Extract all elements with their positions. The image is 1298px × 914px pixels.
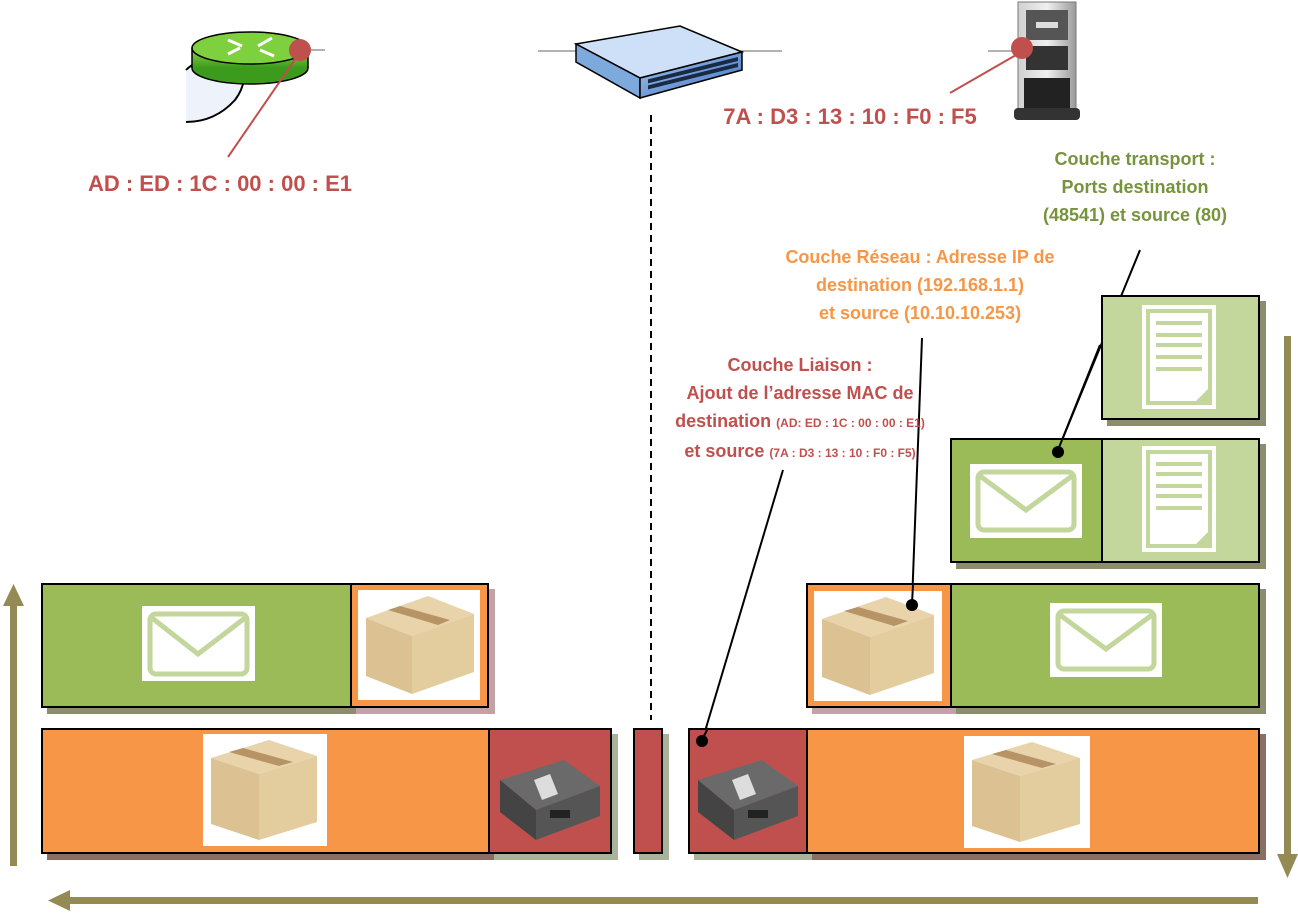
right-transport-segment: [950, 583, 1260, 708]
link-annotation-line: destination (AD: ED : 1C : 00 : 00 : E1): [645, 407, 955, 437]
left-transport-segment: [41, 583, 352, 708]
right-transport-header: [950, 438, 1103, 563]
suitcase-icon: [692, 750, 804, 845]
box-icon: [814, 591, 942, 701]
envelope-icon: [142, 606, 255, 681]
network-annotation-line: Couche Réseau : Adresse IP de: [785, 247, 1055, 267]
link-dest-mac: (AD: ED : 1C : 00 : 00 : E1): [776, 416, 925, 430]
left-link-header: [488, 728, 612, 854]
document-icon: [1142, 446, 1216, 552]
network-pointer-line: [911, 337, 923, 604]
transport-annotation-line: Couche transport :: [1054, 149, 1216, 169]
flow-arrow-up: [3, 584, 24, 866]
network-annotation-line: destination (192.168.1.1): [815, 275, 1025, 295]
server-port-dot: [1011, 37, 1033, 59]
server-mac-pointer: [949, 54, 1017, 94]
server-icon: [1014, 1, 1080, 120]
envelope-icon: [970, 464, 1082, 538]
right-link-header: [688, 728, 808, 854]
box-icon: [358, 590, 480, 700]
link-src-label: et source: [684, 441, 765, 461]
flow-arrow-down: [1277, 336, 1298, 878]
router-mac-pointer: [227, 57, 297, 158]
right-network-packet: [806, 728, 1260, 854]
server-mac-address: 7A : D3 : 13 : 10 : F0 : F5: [723, 104, 977, 129]
transport-annotation-line: Ports destination: [1061, 177, 1209, 197]
link-annotation-line: Couche Liaison :: [727, 355, 873, 375]
left-network-header: [350, 583, 489, 708]
transport-annotation-line: (48541) et source (80): [1042, 205, 1228, 225]
envelope-icon: [1050, 603, 1162, 677]
switch-icon: [573, 25, 745, 100]
right-application-data-top: [1101, 295, 1260, 420]
link-layer-annotation: Couche Liaison : Ajout de l’adresse MAC …: [645, 351, 955, 467]
suitcase-icon: [494, 750, 606, 845]
network-annotation-line: et source (10.10.10.253): [818, 303, 1022, 323]
box-icon: [964, 736, 1090, 848]
right-network-header: [806, 583, 952, 708]
transport-layer-annotation: Couche transport : Ports destination (48…: [1000, 145, 1270, 229]
router-port-dot: [289, 39, 311, 61]
left-network-packet: [41, 728, 490, 854]
flow-arrow-left: [48, 890, 1258, 911]
router-icon: [185, 31, 309, 123]
document-icon: [1142, 305, 1216, 409]
link-annotation-line: Ajout de l’adresse MAC de: [686, 383, 914, 403]
physical-frame-segment: [633, 728, 663, 854]
network-layer-annotation: Couche Réseau : Adresse IP de destinatio…: [760, 243, 1080, 327]
right-application-data: [1101, 438, 1260, 563]
link-src-mac: (7A : D3 : 13 : 10 : F0 : F5): [769, 446, 916, 460]
link-pointer-line: [702, 469, 784, 739]
box-icon: [203, 734, 327, 846]
link-dest-label: destination: [675, 411, 772, 431]
link-annotation-line: et source (7A : D3 : 13 : 10 : F0 : F5): [645, 437, 955, 467]
router-mac-address: AD : ED : 1C : 00 : 00 : E1: [87, 171, 353, 196]
